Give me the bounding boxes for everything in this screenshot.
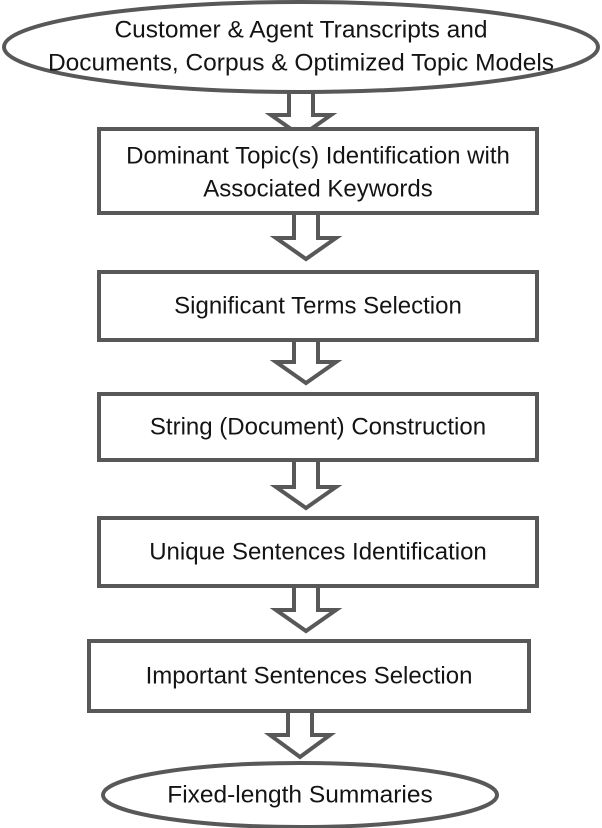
- node-input: Customer & Agent Transcripts and Documen…: [2, 0, 600, 94]
- step-3-box-shape: [97, 392, 539, 462]
- step-5-box-shape: [87, 639, 531, 713]
- node-step-2: Significant Terms Selection: [97, 270, 539, 342]
- node-step-5: Important Sentences Selection: [87, 639, 531, 713]
- connector-arrow-1: [264, 90, 338, 139]
- node-step-4: Unique Sentences Identification: [97, 516, 539, 588]
- arrow-down-icon: [269, 211, 343, 262]
- connector-arrow-4: [269, 458, 343, 511]
- arrow-down-icon: [269, 584, 343, 634]
- step-3-label: String (Document) Construction: [150, 413, 486, 440]
- connector-arrow-5: [269, 584, 343, 634]
- arrow-down-icon: [264, 90, 338, 139]
- connector-arrow-6: [263, 709, 337, 760]
- node-output: Fixed-length Summaries: [101, 761, 499, 828]
- input-label-line-2: Documents, Corpus & Optimized Topic Mode…: [48, 49, 554, 76]
- step-1-label-line-2: Associated Keywords: [203, 175, 432, 202]
- step-4-box-shape: [97, 516, 539, 588]
- arrow-down-icon: [269, 338, 343, 386]
- step-2-label: Significant Terms Selection: [174, 292, 462, 319]
- arrow-down-icon: [263, 709, 337, 760]
- arrow-down-icon: [269, 458, 343, 511]
- output-ellipse-shape: [101, 761, 499, 828]
- step-1-box-shape: [97, 127, 539, 215]
- output-label: Fixed-length Summaries: [167, 781, 433, 808]
- connector-arrow-3: [269, 338, 343, 386]
- node-step-1: Dominant Topic(s) Identification with As…: [97, 127, 539, 215]
- step-1-label-line-1: Dominant Topic(s) Identification with: [126, 142, 510, 169]
- step-4-label: Unique Sentences Identification: [149, 538, 487, 565]
- node-step-3: String (Document) Construction: [97, 392, 539, 462]
- input-label-line-1: Customer & Agent Transcripts and: [114, 16, 487, 43]
- step-5-label: Important Sentences Selection: [146, 662, 473, 689]
- connector-arrow-2: [269, 211, 343, 262]
